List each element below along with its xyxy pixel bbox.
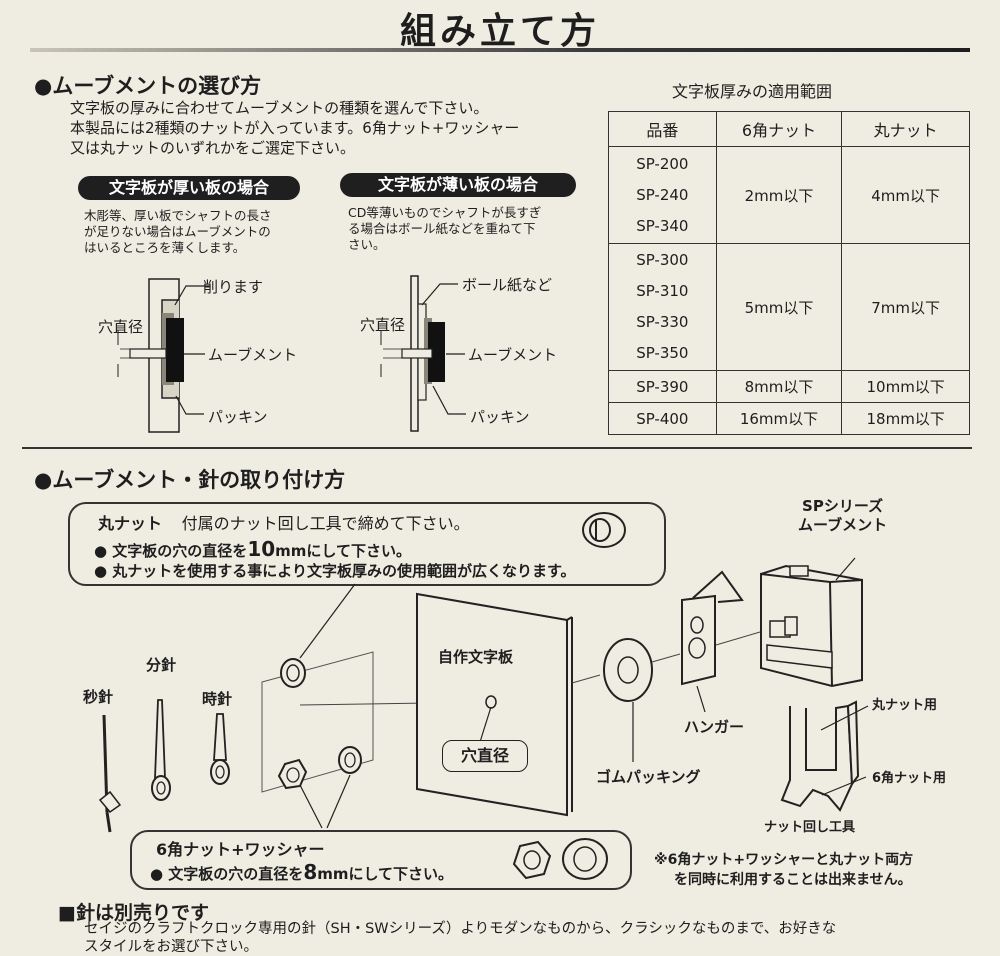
hanger-label: ハンガー [684, 718, 745, 736]
desc-line: る場合はボール紙などを重ねて下 [348, 221, 536, 236]
model-cell: SP-390 [608, 370, 717, 403]
round-nut-bullet-2: ● 丸ナットを使用する事により文字板厚みの使用範囲が広くなります。 [94, 562, 576, 580]
thick-board-pill: 文字板が厚い板の場合 [78, 176, 300, 200]
model-cell: SP-200 SP-240 SP-340 [608, 146, 717, 244]
table-row: SP-200 SP-240 SP-340 2mm以下 4mm以下 [608, 146, 970, 244]
thin-board-diagram [380, 275, 466, 432]
table-header-row: 品番 6角ナット 丸ナット [608, 111, 970, 147]
packing-label: パッキン [470, 408, 530, 426]
sp-label-line: ムーブメント [798, 516, 888, 534]
round-nut-title-note: 付属のナット回し工具で締めて下さい。 [181, 514, 470, 533]
thickness-table: 品番 6角ナット 丸ナット SP-200 SP-240 SP-340 2mm以下… [608, 111, 970, 435]
title-rule [30, 48, 970, 52]
hour-hand-label: 時針 [202, 690, 233, 708]
round-nut-title-text: 丸ナット [98, 514, 163, 533]
intro-line: 文字板の厚みに合わせてムーブメントの種類を選んで下さい。 [70, 99, 489, 117]
model: SP-350 [636, 344, 689, 362]
bullet-number: 8 [303, 860, 318, 884]
warning-line: を同時に利用することは出来ません。 [674, 872, 912, 888]
table-row: SP-400 16mm以下 18mm以下 [608, 402, 970, 435]
model-cell: SP-400 [608, 402, 717, 435]
desc-line: さい。 [348, 237, 386, 252]
hole-label: 穴直径 [98, 318, 144, 336]
thick-board-diagram [117, 278, 210, 433]
model: SP-240 [636, 185, 689, 204]
second-hand-icon [98, 714, 122, 833]
hex-cell: 16mm以下 [715, 402, 843, 435]
desc-line: 木彫等、厚い板でシャフトの長さ [84, 208, 272, 223]
tool-name-label: ナット回し工具 [764, 820, 856, 835]
board-label: ボール紙など [462, 276, 553, 294]
table-header: 品番 [608, 111, 717, 147]
hex-cell: 2mm以下 [715, 146, 843, 244]
cut-label: 削ります [203, 278, 264, 296]
desc-line: が足りない場合はムーブメントの [84, 224, 271, 239]
model-cell: SP-300 SP-310 SP-330 SP-350 [608, 243, 717, 371]
round-nut-callout [68, 502, 666, 586]
round-cell: 4mm以下 [841, 146, 970, 244]
thin-board-desc: CD等薄いものでシャフトが長すぎ る場合はボール紙などを重ねて下 さい。 [348, 205, 541, 253]
hex-cell: 8mm以下 [715, 370, 843, 403]
hands-note-line: セイジのクラフトクロック専用の針（SH・SWシリーズ）よりモダンなものから、クラ… [84, 921, 837, 937]
movement-selection-heading: ●ムーブメントの選び方 [34, 74, 262, 98]
bullet-text: ● 文字板の穴の直径を [94, 542, 248, 560]
hands-sold-separately-heading: ■針は別売りです [58, 902, 209, 924]
model: SP-330 [636, 313, 689, 331]
movement-label: ムーブメント [208, 346, 298, 364]
mounting-heading: ●ムーブメント・針の取り付け方 [34, 468, 346, 492]
page-title: 組み立て方 [399, 11, 600, 52]
rubber-packing-label: ゴムパッキング [596, 768, 701, 786]
bullet-text: ● 文字板の穴の直径を [150, 865, 304, 883]
intro-line: 又は丸ナットのいずれかをご選定下さい。 [70, 139, 356, 157]
hex-cell: 5mm以下 [715, 243, 843, 371]
table-caption: 文字板厚みの適用範囲 [672, 82, 833, 101]
hands-note-line: スタイルをお選び下さい。 [84, 939, 258, 955]
packing-label: パッキン [208, 408, 268, 426]
desc-line: はいるところを薄くします。 [84, 240, 246, 255]
model: SP-340 [636, 216, 689, 235]
desc-line: CD等薄いものでシャフトが長すぎ [348, 205, 542, 220]
table-row: SP-300 SP-310 SP-330 SP-350 5mm以下 7mm以下 [608, 243, 970, 371]
movement-label: ムーブメント [468, 346, 558, 364]
second-hand-label: 秒針 [83, 688, 114, 706]
bullet-number: 10 [247, 537, 276, 561]
dial-label: 自作文字板 [438, 648, 514, 666]
minute-hand-icon [151, 699, 171, 801]
table-header: 丸ナット [841, 111, 970, 147]
table-header: 6角ナット [715, 111, 843, 147]
section-divider [22, 447, 972, 449]
tool-hex-label: 6角ナット用 [872, 771, 947, 786]
model: SP-310 [636, 282, 689, 300]
model: SP-200 [636, 154, 689, 173]
round-cell: 10mm以下 [841, 370, 970, 403]
thin-board-pill: 文字板が薄い板の場合 [340, 173, 576, 197]
combination-warning: ※6角ナット+ワッシャーと丸ナット両方 を同時に利用することは出来ません。 [654, 850, 913, 890]
table-row: SP-390 8mm以下 10mm以下 [608, 370, 970, 403]
bullet-text: mmにして下さい。 [275, 542, 411, 560]
sp-series-label: SPシリーズ ムーブメント [798, 497, 887, 535]
hole-label: 穴直径 [360, 316, 406, 334]
hex-nut-bullet: ● 文字板の穴の直径を8mmにして下さい。 [150, 860, 453, 884]
round-cell: 7mm以下 [841, 243, 970, 371]
round-nut-bullet-1: ● 文字板の穴の直径を10mmにして下さい。 [94, 537, 411, 561]
movement-selection-intro: 文字板の厚みに合わせてムーブメントの種類を選んで下さい。 本製品には2種類のナッ… [70, 98, 519, 158]
sp-label-line: SPシリーズ [802, 497, 884, 515]
hex-nut-title: 6角ナット+ワッシャー [156, 840, 325, 859]
minute-hand-label: 分針 [146, 656, 177, 674]
hour-hand-icon [210, 713, 230, 785]
round-nut-title: 丸ナット 付属のナット回し工具で締めて下さい。 [98, 510, 470, 534]
intro-line: 本製品には2種類のナットが入っています。6角ナット+ワッシャー [70, 119, 520, 137]
tool-round-label: 丸ナット用 [872, 698, 938, 713]
hole-diameter-tag: 穴直径 [442, 740, 528, 772]
thick-board-desc: 木彫等、厚い板でシャフトの長さ が足りない場合はムーブメントの はいるところを薄… [84, 208, 272, 256]
bullet-text: mmにして下さい。 [317, 865, 454, 883]
round-cell: 18mm以下 [841, 402, 970, 435]
model: SP-300 [636, 251, 689, 269]
warning-line: ※6角ナット+ワッシャーと丸ナット両方 [654, 852, 914, 868]
